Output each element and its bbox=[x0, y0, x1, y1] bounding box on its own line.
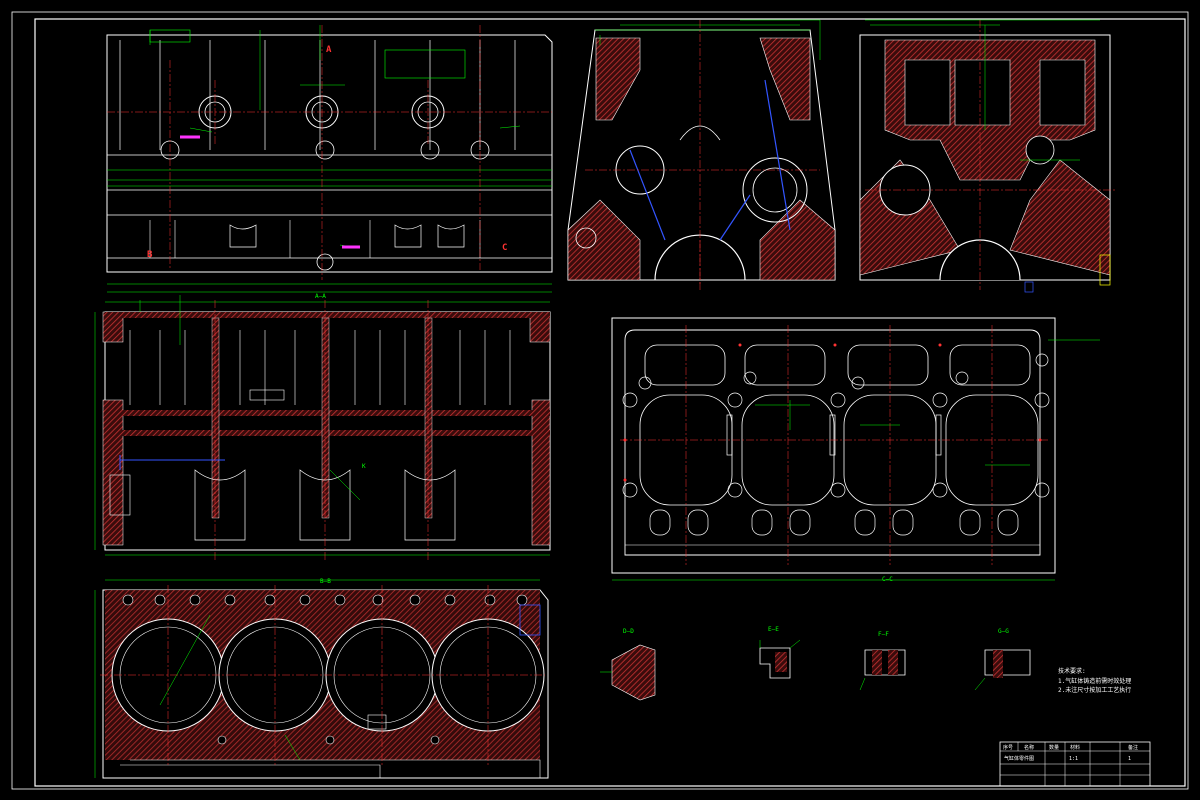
tb-header-name: 名称 bbox=[1024, 744, 1034, 751]
title-block: 序号 名称 数量 材料 备注 气缸体零件图 1:1 1 bbox=[999, 741, 1151, 787]
section-label-ff: F—F bbox=[878, 631, 889, 638]
tb-header-qty: 数量 bbox=[1049, 744, 1059, 751]
callout-k: K bbox=[362, 463, 366, 470]
plan-section-view: B—B bbox=[94, 578, 549, 779]
cross-section-view-right bbox=[859, 19, 1115, 293]
callout-c: C bbox=[502, 243, 507, 253]
cross-section-view-left bbox=[567, 19, 836, 290]
inner-frame bbox=[34, 18, 1186, 787]
tb-title: 气缸体零件图 bbox=[1004, 755, 1034, 762]
detail-view-g: G—G bbox=[974, 628, 1031, 691]
detail-view-f: F—F bbox=[859, 631, 906, 691]
sheet-border bbox=[11, 11, 1189, 790]
notes-line-2: 2.未注尺寸按加工工艺执行 bbox=[1058, 686, 1131, 694]
tb-header-no: 序号 bbox=[1003, 744, 1013, 751]
top-deck-view bbox=[611, 317, 1100, 581]
section-label-dd: D—D bbox=[623, 628, 634, 635]
front-elevation-view: A B C bbox=[106, 25, 553, 293]
notes-heading: 技术要求: bbox=[1058, 667, 1086, 675]
callout-b: B bbox=[147, 250, 153, 260]
longitudinal-section-view: A—A K bbox=[94, 293, 551, 560]
tb-scale: 1:1 bbox=[1069, 756, 1078, 762]
section-label-bb: B—B bbox=[320, 578, 331, 585]
technical-notes: 技术要求: 1.气缸体铸造前需时效处理 2.未注尺寸按加工工艺执行 bbox=[1058, 667, 1131, 694]
callout-a: A bbox=[326, 45, 332, 55]
tb-sheet: 1 bbox=[1128, 756, 1131, 762]
tb-header-note: 备注 bbox=[1128, 744, 1138, 751]
tb-header-material: 材料 bbox=[1070, 744, 1080, 751]
section-label-aa: A—A bbox=[315, 293, 326, 300]
detail-view-e: E—E bbox=[759, 626, 801, 679]
section-label-ee: E—E bbox=[768, 626, 779, 633]
section-label-cc: C—C bbox=[882, 576, 893, 583]
detail-view-d: D—D bbox=[600, 628, 656, 701]
section-label-gg: G—G bbox=[998, 628, 1009, 635]
notes-line-1: 1.气缸体铸造前需时效处理 bbox=[1058, 677, 1131, 685]
